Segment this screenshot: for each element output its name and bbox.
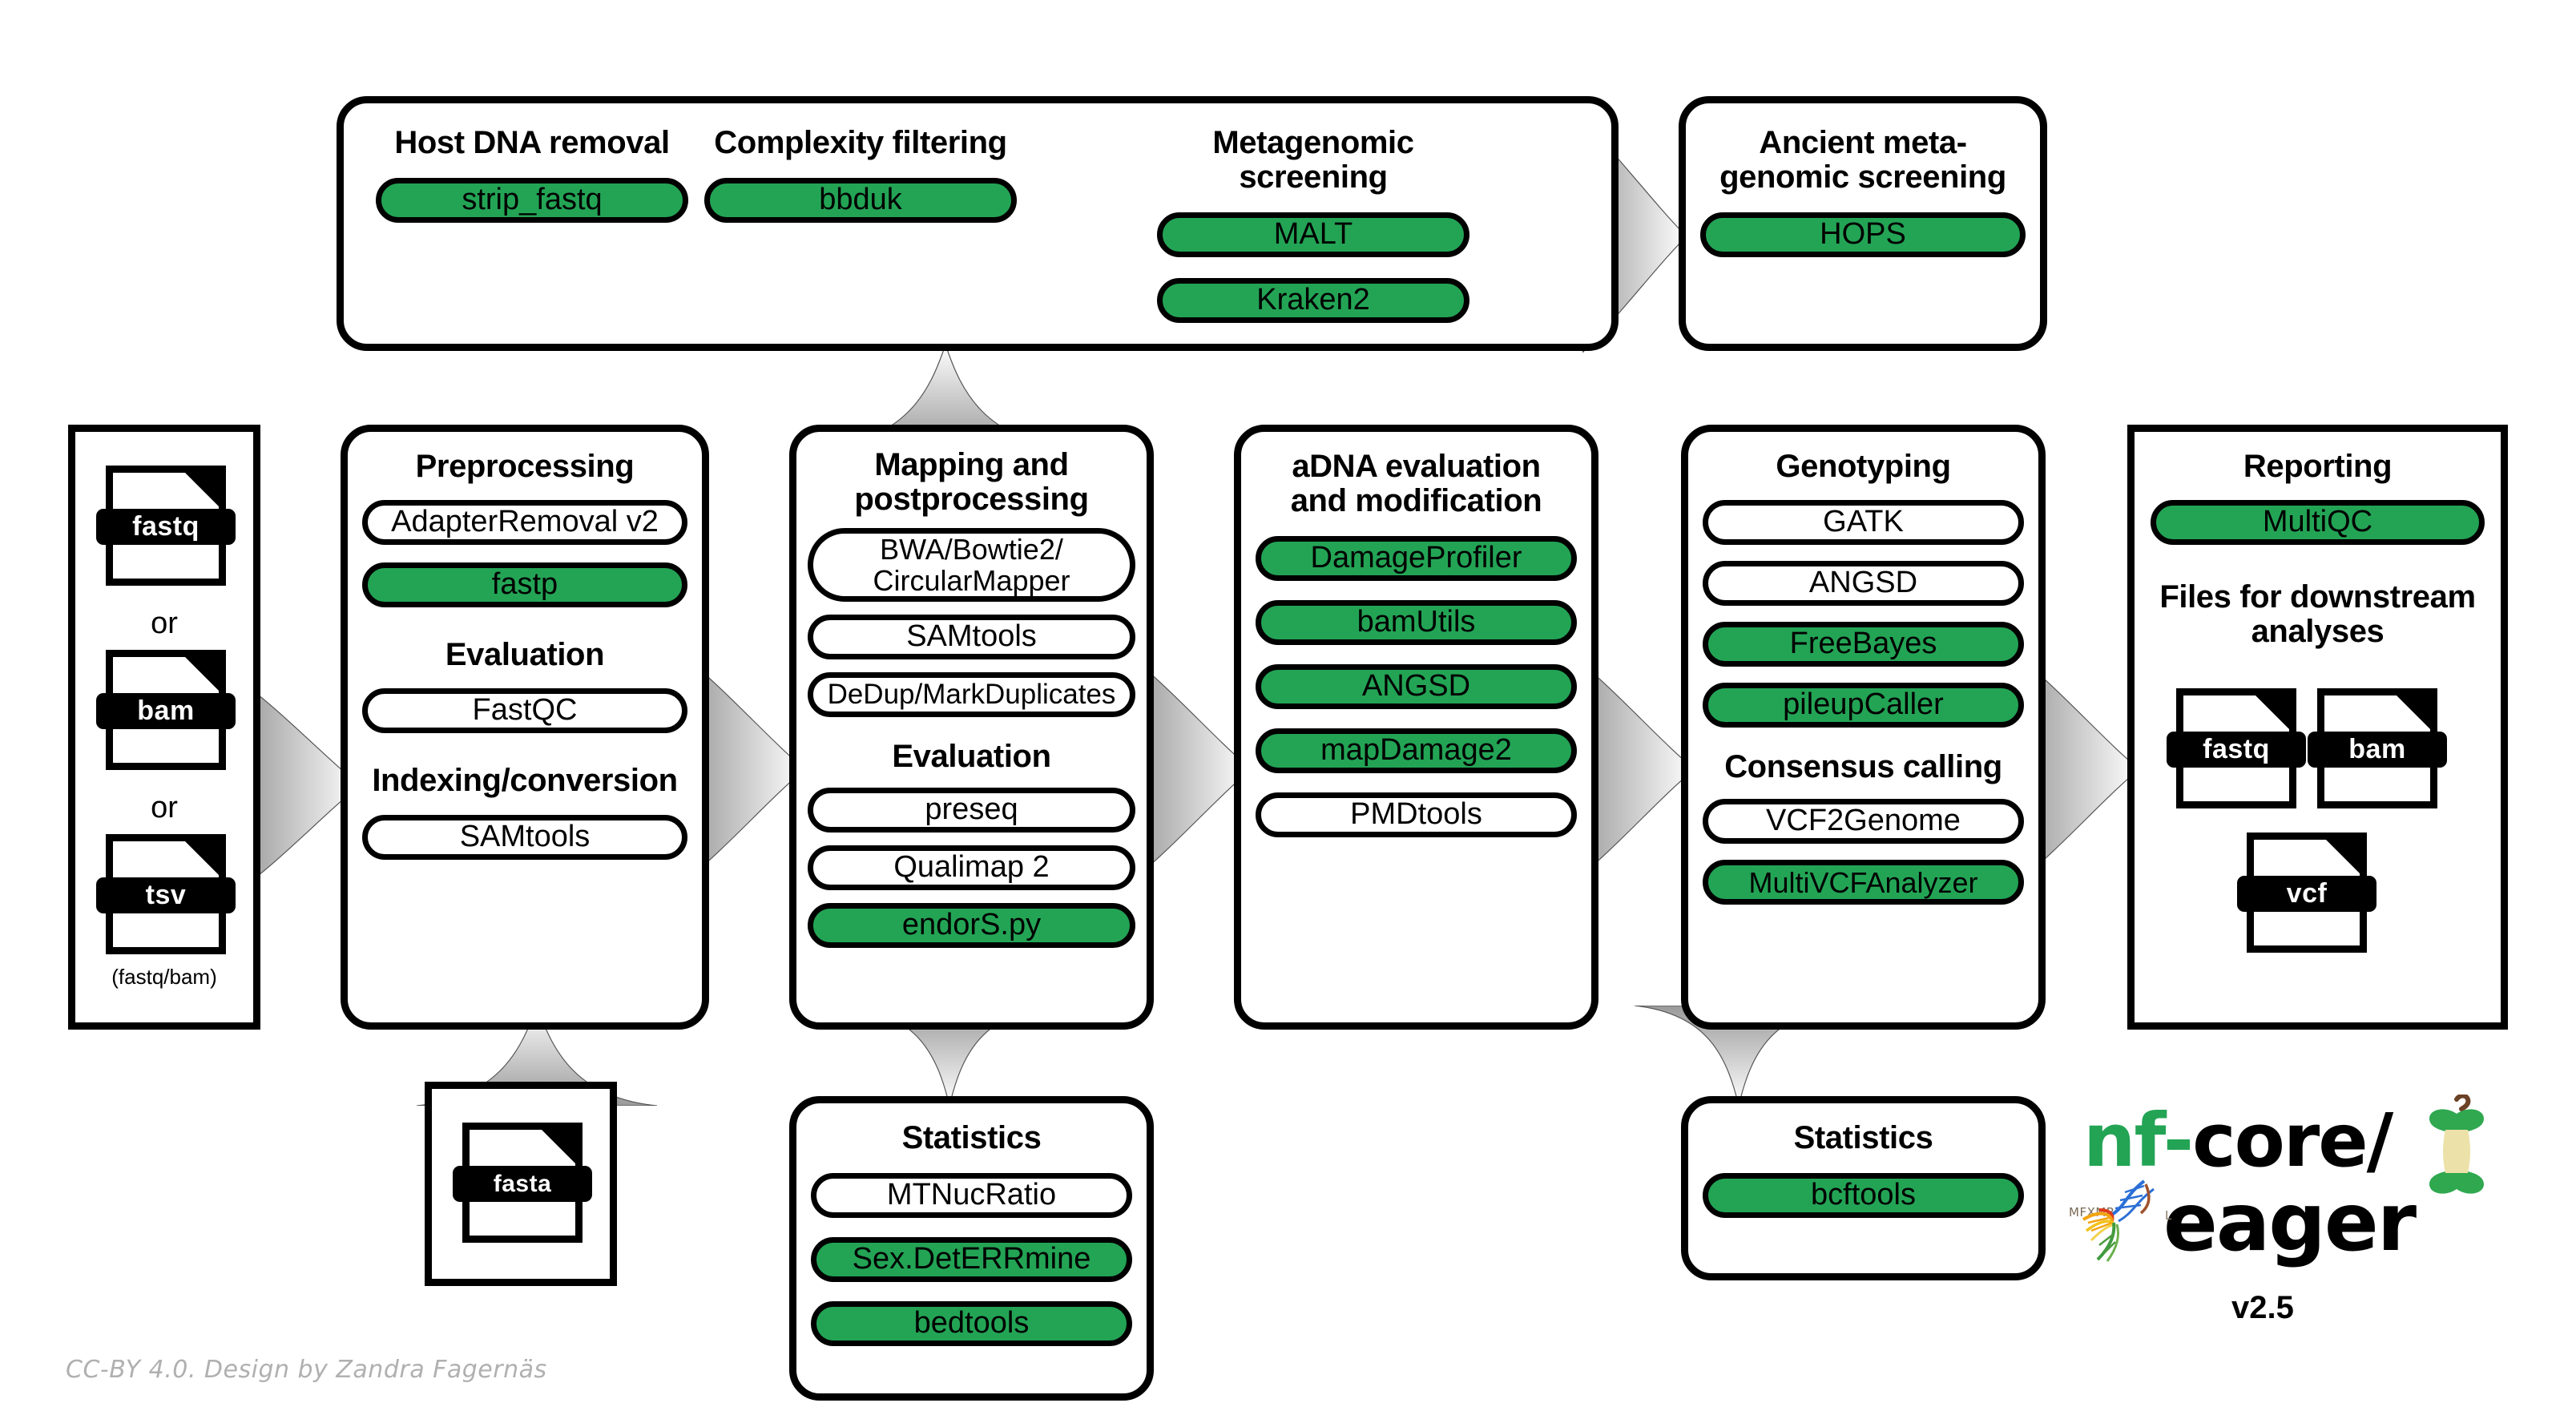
tool-bwa-bowtie2-circularmapper[interactable]: BWA/Bowtie2/ CircularMapper	[808, 528, 1135, 603]
tool-damageprofiler[interactable]: DamageProfiler	[1256, 536, 1577, 582]
screening-banner: Host DNA removal strip_fastq Complexity …	[337, 96, 1619, 351]
or-separator: or	[151, 791, 178, 824]
tool-pmdtools[interactable]: PMDtools	[1256, 792, 1577, 838]
tool-angsd-adna[interactable]: ANGSD	[1256, 664, 1577, 710]
ancient-screening-box: Ancient meta- genomic screening HOPS	[1679, 96, 2047, 351]
fasta-file-icon: fasta	[453, 1123, 592, 1243]
bam-file-icon: bam	[96, 650, 236, 770]
tool-bbduk[interactable]: bbduk	[704, 178, 1017, 224]
or-separator: or	[151, 607, 178, 640]
file-label: vcf	[2237, 876, 2376, 912]
genotyping-subheading-consensus: Consensus calling	[1724, 749, 2002, 785]
bam-file-icon: bam	[2308, 688, 2447, 808]
genotyping-box: Genotyping GATK ANGSD FreeBayes pileupCa…	[1681, 425, 2046, 1030]
tool-hops[interactable]: HOPS	[1700, 212, 2026, 258]
tool-multivcfanalyzer[interactable]: MultiVCFAnalyzer	[1703, 860, 2024, 905]
tool-vcf2genome[interactable]: VCF2Genome	[1703, 799, 2024, 845]
reference-fasta-box: fasta	[425, 1082, 617, 1286]
nf-core-eager-logo: nf-core/ eager v2.5 MFXMR L	[2069, 1095, 2532, 1369]
tool-pileupcaller[interactable]: pileupCaller	[1703, 683, 2024, 728]
tool-strip-fastq[interactable]: strip_fastq	[376, 178, 688, 224]
tool-mtnucratio[interactable]: MTNucRatio	[811, 1173, 1132, 1219]
tool-angsd-genotyping[interactable]: ANGSD	[1703, 561, 2024, 607]
statistics-mapping-title: Statistics	[901, 1120, 1042, 1155]
reporting-title: Reporting	[2243, 449, 2393, 484]
tool-qualimap2[interactable]: Qualimap 2	[808, 845, 1135, 890]
ancient-screening-title: Ancient meta- genomic screening	[1719, 125, 2006, 196]
file-label: bam	[96, 693, 236, 729]
credit-text: CC-BY 4.0. Design by Zandra Fagernäs	[66, 1356, 547, 1384]
preprocessing-subheading-evaluation: Evaluation	[445, 637, 605, 673]
tool-adapterremoval[interactable]: AdapterRemoval v2	[362, 500, 687, 546]
vcf-file-icon: vcf	[2237, 833, 2376, 953]
tool-bedtools[interactable]: bedtools	[811, 1301, 1132, 1347]
fastq-file-icon: fastq	[2167, 688, 2306, 808]
mapping-box: Mapping and postprocessing BWA/Bowtie2/ …	[789, 425, 1154, 1030]
logo-version: v2.5	[2231, 1290, 2294, 1325]
helix-text-right: L	[2165, 1208, 2172, 1223]
tool-freebayes[interactable]: FreeBayes	[1703, 622, 2024, 667]
fastq-file-icon: fastq	[96, 466, 236, 586]
tool-samtools-preprocessing[interactable]: SAMtools	[362, 814, 687, 860]
tsv-file-icon: tsv	[96, 834, 236, 954]
tool-malt[interactable]: MALT	[1157, 212, 1469, 258]
file-label: fastq	[2167, 732, 2306, 768]
tool-bcftools[interactable]: bcftools	[1703, 1173, 2024, 1219]
tool-endors-py[interactable]: endorS.py	[808, 902, 1135, 948]
tool-mapdamage2[interactable]: mapDamage2	[1256, 728, 1577, 774]
statistics-genotyping-box: Statistics bcftools	[1681, 1096, 2046, 1280]
input-files-box: fastq or bam or tsv (fastq/bam)	[68, 425, 260, 1030]
tool-preseq[interactable]: preseq	[808, 787, 1135, 833]
tool-samtools-mapping[interactable]: SAMtools	[808, 615, 1135, 660]
logo-wordmark-top: nf-core/	[2083, 1104, 2393, 1178]
tool-multiqc[interactable]: MultiQC	[2151, 500, 2485, 546]
adna-box: aDNA evaluation and modification DamageP…	[1234, 425, 1598, 1030]
statistics-genotyping-title: Statistics	[1793, 1120, 1933, 1155]
mapping-title: Mapping and postprocessing	[854, 447, 1089, 518]
statistics-mapping-box: Statistics MTNucRatio Sex.DetERRmine bed…	[789, 1096, 1154, 1401]
screening-group-title: Host DNA removal	[394, 125, 670, 160]
mapping-subheading-evaluation: Evaluation	[892, 739, 1051, 775]
tool-bamutils[interactable]: bamUtils	[1256, 600, 1577, 646]
input-files-note: (fastq/bam)	[111, 965, 217, 989]
tool-fastqc[interactable]: FastQC	[362, 688, 687, 734]
file-label: fastq	[96, 509, 236, 545]
preprocessing-title: Preprocessing	[415, 449, 635, 484]
screening-group-title: Metagenomic screening	[1212, 125, 1414, 196]
reporting-subheading-downstream: Files for downstream analyses	[2159, 579, 2476, 650]
logo-core-text: core/	[2192, 1098, 2393, 1183]
logo-nf-text: nf-	[2083, 1098, 2194, 1183]
adna-title: aDNA evaluation and modification	[1290, 449, 1542, 519]
preprocessing-box: Preprocessing AdapterRemoval v2 fastp Ev…	[341, 425, 709, 1030]
tool-gatk[interactable]: GATK	[1703, 500, 2024, 546]
apple-core-icon	[2429, 1095, 2484, 1194]
preprocessing-subheading-indexing: Indexing/conversion	[372, 763, 678, 799]
tool-fastp[interactable]: fastp	[362, 562, 687, 608]
tool-sex-determine[interactable]: Sex.DetERRmine	[811, 1237, 1132, 1283]
genotyping-title: Genotyping	[1776, 449, 1951, 484]
dna-helix-icon: MFXMR L	[2069, 1179, 2172, 1262]
screening-group-title: Complexity filtering	[714, 125, 1007, 160]
file-label: fasta	[453, 1166, 592, 1202]
reporting-box: Reporting MultiQC Files for downstream a…	[2127, 425, 2508, 1030]
file-label: tsv	[96, 877, 236, 913]
file-label: bam	[2308, 732, 2447, 768]
tool-dedup-markduplicates[interactable]: DeDup/MarkDuplicates	[808, 672, 1135, 718]
tool-kraken2[interactable]: Kraken2	[1157, 278, 1469, 324]
logo-eager-text: eager	[2163, 1175, 2417, 1269]
